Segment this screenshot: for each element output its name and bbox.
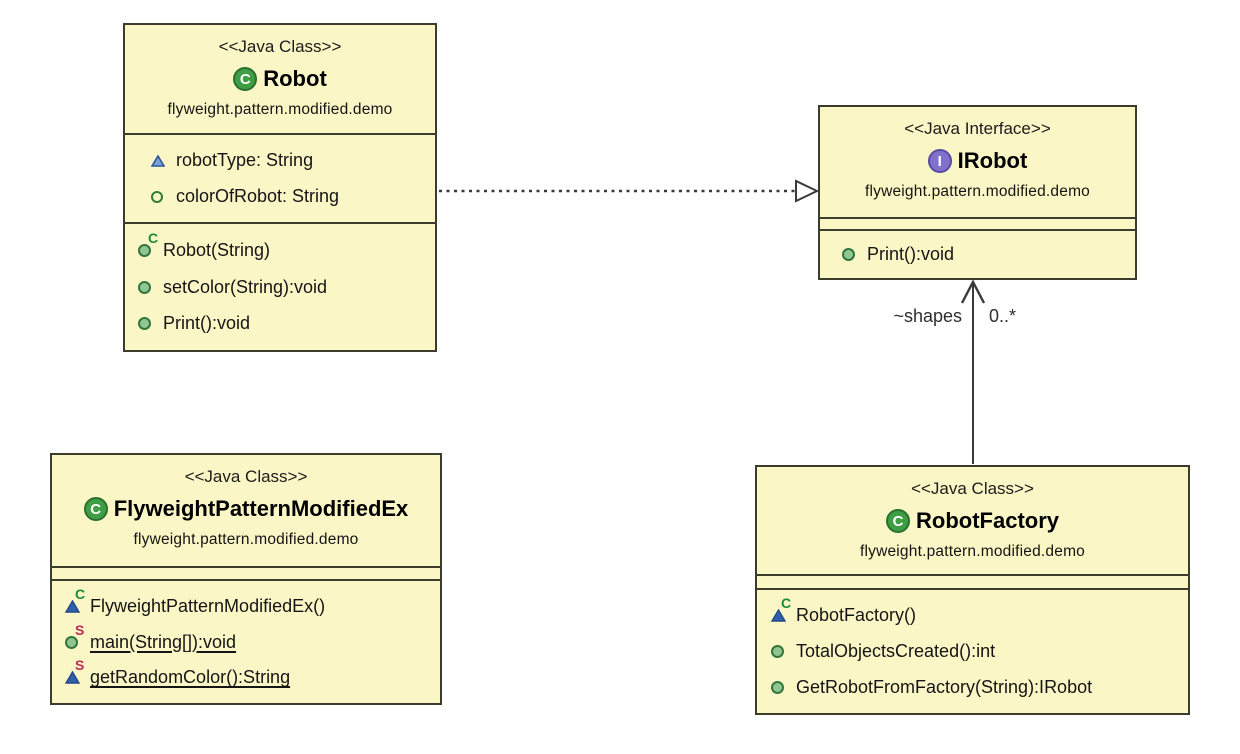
class-header: <<Java Class>> C Robot flyweight.pattern… — [125, 25, 435, 133]
methods-compartment: C RobotFactory() TotalObjectsCreated():i… — [757, 588, 1188, 713]
public-method-icon — [771, 681, 788, 694]
class-header: <<Java Class>> C RobotFactory flyweight.… — [757, 467, 1188, 574]
class-name: Robot — [263, 66, 327, 91]
method-row: GetRobotFromFactory(String):IRobot — [771, 677, 1188, 698]
method-row: Print():void — [842, 244, 1135, 265]
association-role-label: ~shapes — [893, 306, 962, 326]
interface-name: IRobot — [957, 148, 1028, 173]
public-field-icon — [151, 190, 168, 203]
method-label: setColor(String):void — [163, 276, 328, 297]
class-icon: C — [886, 509, 910, 533]
package-label: flyweight.pattern.modified.demo — [133, 531, 359, 548]
method-row: C RobotFactory() — [771, 596, 1188, 626]
constructor-decorator: C — [781, 595, 792, 611]
method-label: getRandomColor():String — [90, 667, 291, 688]
method-row: S getRandomColor():String — [65, 658, 440, 688]
constructor-decorator: C — [148, 229, 159, 246]
method-row: TotalObjectsCreated():int — [771, 641, 1188, 662]
fields-compartment-empty — [757, 574, 1188, 588]
field-label: robotType: String — [176, 150, 314, 170]
interface-icon: I — [927, 149, 952, 173]
stereotype-label: <<Java Class>> — [184, 467, 308, 486]
method-row: C FlyweightPatternModifiedEx() — [65, 587, 440, 617]
class-box-robot: <<Java Class>> C Robot flyweight.pattern… — [123, 23, 437, 352]
methods-compartment: C Robot(String) setColor(String):void Pr… — [125, 222, 435, 350]
constructor-decorator: C — [75, 585, 86, 602]
field-label: colorOfRobot: String — [176, 186, 340, 206]
fields-compartment-empty — [52, 566, 440, 579]
package-label: flyweight.pattern.modified.demo — [859, 543, 1086, 560]
methods-compartment: Print():void — [820, 229, 1135, 278]
method-label: TotalObjectsCreated():int — [796, 641, 996, 661]
method-row: setColor(String):void — [138, 277, 435, 298]
method-row: S main(String[]):void — [65, 623, 440, 653]
static-decorator: S — [75, 621, 85, 638]
association-edge-robotfactory-irobot — [960, 279, 986, 464]
stereotype-label: <<Java Class>> — [911, 479, 1034, 498]
methods-compartment: C FlyweightPatternModifiedEx() S main(St… — [52, 579, 440, 703]
stereotype-label: <<Java Class>> — [218, 37, 342, 56]
field-row: robotType: String — [151, 150, 435, 171]
class-icon: C — [83, 497, 108, 521]
class-box-robot-factory: <<Java Class>> C RobotFactory flyweight.… — [755, 465, 1190, 715]
class-header: <<Java Class>> C FlyweightPatternModifie… — [52, 455, 440, 566]
default-method-icon: C — [65, 587, 85, 613]
method-label: GetRobotFromFactory(String):IRobot — [796, 677, 1093, 697]
method-row: C Robot(String) — [138, 231, 435, 261]
method-label: main(String[]):void — [90, 631, 237, 652]
method-label: RobotFactory() — [796, 605, 917, 625]
public-method-icon — [138, 280, 155, 294]
class-name: RobotFactory — [916, 508, 1059, 533]
class-box-flyweight-pattern-modified-ex: <<Java Class>> C FlyweightPatternModifie… — [50, 453, 442, 705]
public-method-icon: S — [65, 623, 84, 649]
field-row: colorOfRobot: String — [151, 186, 435, 207]
method-label: Print():void — [867, 244, 955, 264]
method-label: Print():void — [163, 313, 251, 334]
public-method-icon: C — [138, 231, 158, 257]
package-label: flyweight.pattern.modified.demo — [864, 183, 1091, 200]
method-label: Robot(String) — [163, 239, 271, 260]
method-row: Print():void — [138, 313, 435, 334]
class-name: FlyweightPatternModifiedEx — [113, 496, 409, 521]
fields-compartment-empty — [820, 217, 1135, 229]
method-label: FlyweightPatternModifiedEx() — [90, 595, 326, 616]
fields-compartment: robotType: String colorOfRobot: String — [125, 133, 435, 222]
default-field-icon — [151, 154, 168, 167]
stereotype-label: <<Java Interface>> — [904, 119, 1051, 138]
default-method-icon: C — [771, 596, 791, 622]
static-decorator: S — [75, 657, 85, 674]
realization-edge-robot-irobot — [439, 179, 820, 203]
interface-box-irobot: <<Java Interface>> I IRobot flyweight.pa… — [818, 105, 1137, 280]
package-label: flyweight.pattern.modified.demo — [167, 101, 393, 118]
interface-header: <<Java Interface>> I IRobot flyweight.pa… — [820, 107, 1135, 217]
public-method-icon — [771, 645, 788, 658]
association-multiplicity-label: 0..* — [989, 306, 1017, 326]
public-method-icon — [842, 248, 859, 261]
class-icon: C — [233, 67, 258, 91]
public-method-icon — [138, 317, 155, 331]
default-method-icon: S — [65, 658, 84, 684]
